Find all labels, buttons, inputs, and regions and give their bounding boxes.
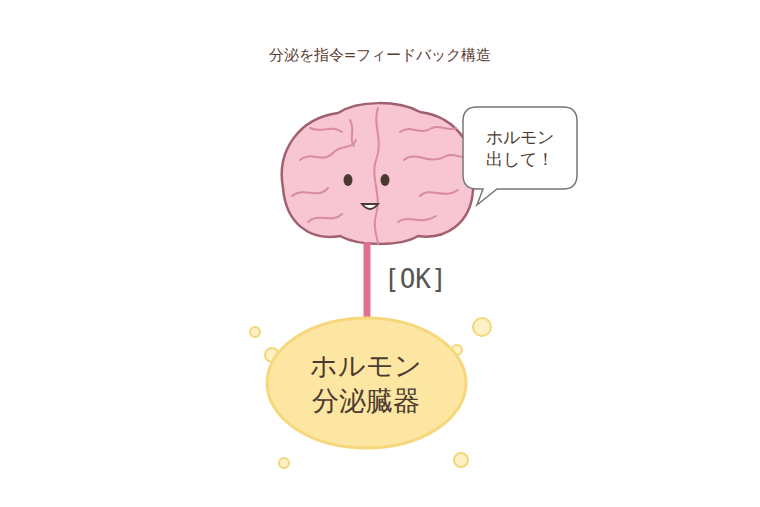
arrow-label: [OK] bbox=[384, 264, 447, 294]
organ-ellipse: ホルモン 分泌臓器 bbox=[265, 316, 468, 450]
node-text: ホルモン 出して！ bbox=[481, 126, 559, 170]
node-text: ホルモン 分泌臓器 bbox=[305, 348, 427, 418]
speech-bubble: ホルモン 出して！ bbox=[463, 107, 577, 189]
brain bbox=[282, 103, 475, 244]
node-outline bbox=[463, 107, 577, 189]
node-outline bbox=[265, 316, 468, 450]
bubbles bbox=[250, 318, 491, 468]
diagram-title: 分泌を指令=フィードバック構造 bbox=[0, 46, 760, 65]
